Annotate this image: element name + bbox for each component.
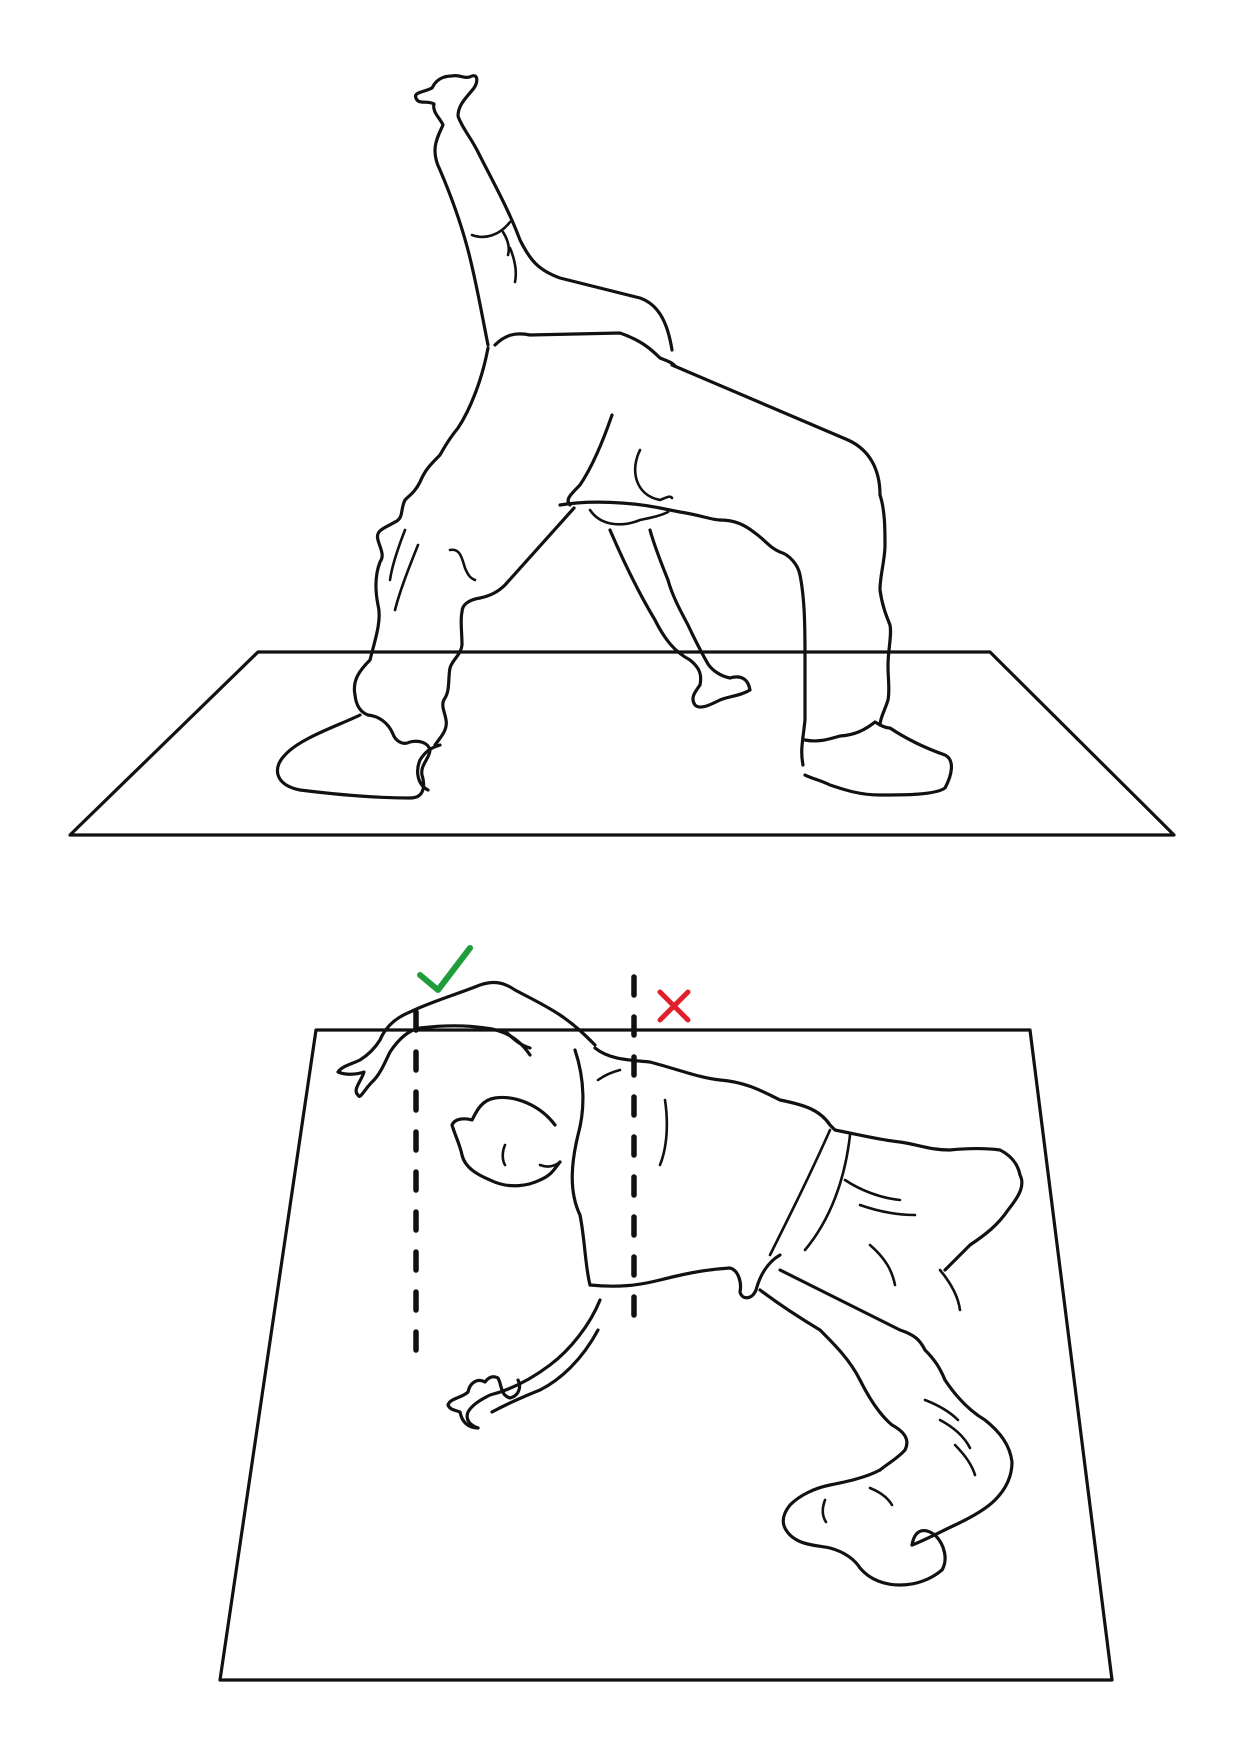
back-leg-upper: [433, 506, 576, 747]
chest-line: [566, 413, 614, 507]
top-raised-arm: [336, 980, 597, 1098]
top-chest-crease: [596, 1068, 622, 1082]
left-foot-floor: [416, 743, 442, 792]
front-leg-outer: [718, 518, 807, 767]
cross-icon: [657, 989, 691, 1023]
top-knee-crease-1: [923, 1398, 960, 1422]
top-knee-crease-3: [953, 1443, 977, 1477]
top-hand: [446, 1375, 522, 1430]
top-waist-fold-2: [803, 1133, 852, 1252]
top-support-arm-inner: [490, 1328, 600, 1414]
arm-crease-2: [393, 543, 420, 612]
top-thigh-inner: [758, 1288, 862, 1382]
back-to-knee: [670, 363, 882, 497]
right-foot-floor: [803, 720, 953, 797]
top-ear: [501, 1143, 507, 1167]
sleeve-crease: [508, 246, 518, 284]
top-side-crease: [658, 1098, 669, 1167]
top-knee-crease-2: [938, 1418, 972, 1450]
raised-arm: [413, 73, 674, 352]
inner-leg: [608, 528, 752, 709]
figure-top-view-icon: [336, 980, 1024, 1587]
front-knee: [878, 493, 893, 727]
elbow-fold: [448, 548, 477, 582]
check-icon: [417, 945, 473, 993]
top-shin-inner: [858, 1378, 909, 1472]
top-forearm-inner: [505, 1031, 532, 1050]
top-support-arm: [465, 1298, 602, 1430]
top-ankle-crease: [868, 1486, 894, 1507]
left-hand-floor: [275, 713, 432, 800]
top-thigh-crease-3: [868, 1243, 897, 1287]
waist-fold: [588, 508, 670, 526]
belly-fold: [633, 448, 674, 502]
top-toe-crease: [821, 1498, 828, 1524]
torso-top: [493, 331, 677, 368]
sleeve-fold: [470, 220, 512, 239]
top-thigh-crease-2: [858, 1203, 917, 1217]
top-thigh-crease-4: [938, 1268, 962, 1312]
top-neck-fold: [538, 1160, 562, 1168]
top-shirt-hem: [588, 1253, 782, 1300]
top-shin: [910, 1378, 1014, 1547]
top-torso-side: [570, 1048, 592, 1287]
support-arm-left: [352, 346, 490, 717]
arm-crease-1: [388, 528, 407, 582]
top-foot: [781, 1468, 947, 1587]
top-view-panel: [218, 945, 1114, 1682]
floor-mat-side: [68, 650, 1176, 837]
side-view-panel: [68, 73, 1176, 837]
waistband: [558, 500, 722, 522]
figure-bridge-pose-icon: [275, 73, 953, 800]
top-waist-fold: [768, 1128, 832, 1257]
top-thigh-crease-1: [843, 1178, 902, 1202]
sleeve-crease-2: [501, 230, 511, 257]
top-head: [450, 1095, 562, 1188]
top-thigh-outer: [778, 1268, 947, 1382]
top-back-outline: [593, 1046, 1024, 1272]
floor-mat-top: [218, 1028, 1114, 1682]
